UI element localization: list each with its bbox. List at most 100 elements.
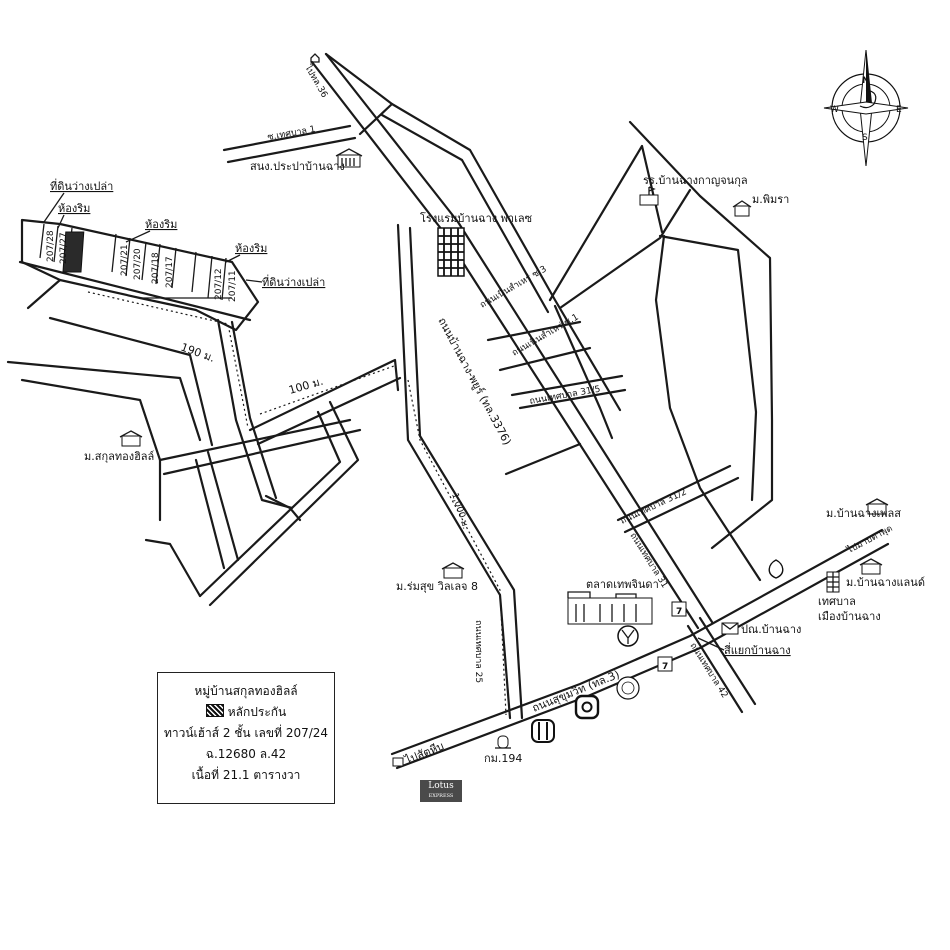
label-ban-chang-intersection: สี่แยกบ้านฉาง bbox=[724, 642, 791, 657]
road-noen-samre-3 bbox=[390, 102, 622, 412]
road-village-top bbox=[18, 260, 252, 322]
label-water-office: สนง.ประปาบ้านฉาง bbox=[250, 160, 345, 173]
building-icon bbox=[335, 148, 363, 168]
temple-icon bbox=[768, 559, 784, 579]
label-km-194: กม.194 bbox=[484, 752, 522, 765]
label-m-romsuk-village: ม.ร่มสุข วิลเลจ 8 bbox=[396, 580, 478, 593]
road-branch-west bbox=[504, 442, 582, 476]
label-school: รร.บ้านฉางกาญจนกุล bbox=[643, 174, 748, 187]
unit-label: 207/11 bbox=[228, 270, 238, 302]
road-village-mid-edge bbox=[20, 378, 162, 522]
label-tesaban-25: ถนนเทศบาล 25 bbox=[473, 620, 483, 683]
legend-area: เนื้อที่ 21.1 ตารางวา bbox=[191, 768, 301, 782]
house-icon bbox=[119, 430, 143, 447]
road-tesaban-31-5 bbox=[510, 374, 624, 397]
svg-text:7: 7 bbox=[676, 607, 682, 617]
road-sukhumvit bbox=[390, 528, 884, 756]
road-tesaban-31-2 bbox=[616, 464, 732, 522]
label-m-phimra: ม.พิมรา bbox=[752, 193, 789, 206]
label-soi-tesaban-1: ซ.เทศบาล 1 bbox=[267, 125, 317, 143]
lotus-sub-text: EXPRESS bbox=[428, 793, 454, 799]
leader-line bbox=[125, 230, 151, 243]
road-village-sw bbox=[144, 538, 202, 598]
leader-line bbox=[697, 637, 725, 651]
label-post-office: ปณ.บ้านฉาง bbox=[741, 623, 801, 636]
road-soi-tesaban-1 bbox=[222, 124, 352, 152]
legend-title: หมู่บ้านสกุลทองฮิลล์ bbox=[194, 684, 298, 698]
gas-station-logo-icon bbox=[574, 694, 600, 720]
plot-divider bbox=[191, 251, 197, 293]
road-village-mid bbox=[6, 360, 202, 442]
distance-1000m-line bbox=[407, 379, 507, 716]
market-building-icon bbox=[567, 591, 653, 625]
road-village-east bbox=[248, 358, 400, 432]
compass-rose: N S E W bbox=[823, 49, 909, 167]
mail-icon bbox=[721, 622, 739, 635]
townhouse-plot: 207/28 207/27 207/21 207/20 207/18 207/1… bbox=[39, 178, 325, 302]
lotus-express-logo: Lotus EXPRESS bbox=[420, 780, 462, 802]
label-vacant-land-right: ที่ดินว่างเปล่า bbox=[262, 274, 325, 289]
label-ban-chang-phayun-road: ถนนบ้านฉาง-พยูร์ (ทล.3376) bbox=[435, 315, 513, 447]
road-village-east-edge bbox=[256, 376, 402, 446]
legend-box: หมู่บ้านสกุลทองฮิลล์ หลักประกัน ทาวน์เฮ้… bbox=[157, 672, 335, 804]
legend-marker-label: หลักประกัน bbox=[227, 705, 287, 719]
road-village-spine bbox=[216, 318, 294, 510]
road-end-marker-icon bbox=[310, 53, 320, 63]
legend-deed: ฉ.12680 ล.42 bbox=[205, 747, 287, 761]
road-to-school-edge bbox=[558, 188, 692, 310]
road-village-south bbox=[208, 400, 360, 607]
unit-label: 207/27 bbox=[59, 232, 69, 264]
legend-marker-row: หลักประกัน bbox=[158, 702, 334, 723]
road-ban-chang-phayun-edge bbox=[324, 52, 714, 624]
lotus-brand-text: Lotus bbox=[428, 781, 454, 791]
svg-text:7: 7 bbox=[662, 662, 668, 672]
plot-divider bbox=[53, 225, 59, 263]
unit-label: 207/17 bbox=[165, 256, 175, 288]
road-tesaban-42-edge bbox=[698, 616, 757, 706]
leader-line bbox=[225, 254, 241, 263]
road-noen-samre-3-edge bbox=[380, 113, 550, 314]
road-network bbox=[6, 52, 890, 770]
label-corner-unit-mid: ห้องริม bbox=[145, 218, 177, 231]
unit-label: 207/12 bbox=[214, 268, 224, 300]
road-east-inner bbox=[654, 234, 762, 582]
label-hotel: โรงแรมบ้านฉาง พาเลซ bbox=[420, 211, 533, 225]
label-market: ตลาดเทพจินดา bbox=[586, 578, 659, 591]
plot-divider bbox=[39, 223, 45, 259]
road-village-cross bbox=[158, 418, 352, 462]
label-to-sattahip: ไปสัตหีบ bbox=[402, 740, 445, 768]
road-village-corner bbox=[26, 278, 62, 310]
label-distance-190m: 190 ม. bbox=[179, 341, 217, 365]
road-village-inner-edge bbox=[194, 458, 226, 570]
unit-label: 207/20 bbox=[133, 248, 143, 280]
road-village-link bbox=[264, 494, 302, 522]
plot-divider bbox=[141, 241, 147, 281]
house-icon bbox=[859, 558, 883, 575]
compass-west-label: W bbox=[830, 105, 839, 115]
plot-divider bbox=[207, 255, 213, 299]
road-connector-north bbox=[553, 304, 614, 440]
government-emblem-icon bbox=[616, 676, 640, 700]
house-icon bbox=[732, 200, 752, 217]
road-village-inner bbox=[206, 450, 240, 562]
road-east-inner-2 bbox=[658, 234, 758, 502]
distance-100m-line bbox=[259, 365, 395, 415]
road-soi-tesaban-1-edge bbox=[226, 136, 357, 164]
road-east-loop bbox=[628, 120, 774, 550]
convenience-store-icon: 7 bbox=[671, 601, 687, 617]
convenience-store-icon: 7 bbox=[657, 656, 673, 672]
collateral-swatch-icon bbox=[205, 704, 224, 717]
plot-divider bbox=[111, 233, 117, 273]
label-corner-unit-right: ห้องริม bbox=[235, 242, 267, 255]
label-vacant-land-left: ที่ดินว่างเปล่า bbox=[50, 178, 113, 193]
hotel-building-icon bbox=[437, 227, 465, 277]
unit-label: 207/18 bbox=[151, 252, 161, 284]
school-icon bbox=[639, 186, 659, 206]
distance-markers bbox=[87, 291, 507, 716]
road-noen-samre-1 bbox=[486, 320, 582, 342]
label-m-ban-chang-land: ม.บ้านฉางแลนด์ bbox=[846, 576, 925, 589]
km-marker-icon bbox=[495, 735, 511, 749]
unit-label: 207/28 bbox=[46, 230, 56, 262]
label-distance-100m: 100 ม. bbox=[287, 375, 324, 397]
plot-divider bbox=[125, 237, 131, 277]
